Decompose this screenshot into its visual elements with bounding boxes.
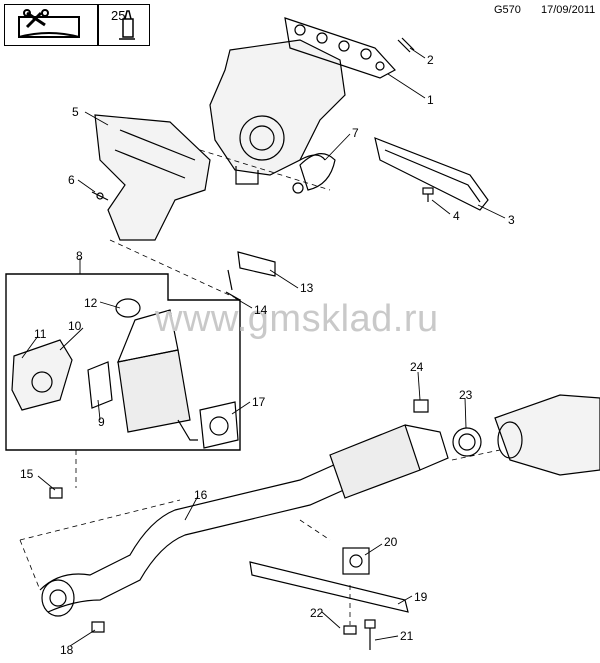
callout-5: 5 xyxy=(72,105,79,119)
bracket-9 xyxy=(87,361,113,409)
bolt-21 xyxy=(364,619,376,650)
nut-24 xyxy=(413,399,429,413)
catalytic-converter xyxy=(115,298,198,441)
callout-12: 12 xyxy=(84,296,98,310)
sealant-tube-icon xyxy=(119,10,135,40)
exhaust-manifold-5 xyxy=(94,114,211,241)
sensor-4 xyxy=(422,187,434,202)
callout-7: 7 xyxy=(352,126,359,140)
callout-10: 10 xyxy=(68,319,82,333)
nut-18 xyxy=(91,621,105,633)
callout-20: 20 xyxy=(384,535,398,549)
callout-15: 15 xyxy=(20,467,34,481)
callout-2: 2 xyxy=(427,53,434,67)
front-pipe-16 xyxy=(39,459,356,617)
callout-16: 16 xyxy=(194,488,208,502)
gasket-3 xyxy=(374,137,489,211)
callout-21: 21 xyxy=(400,629,414,643)
hanger-20 xyxy=(342,547,370,575)
bolt-6 xyxy=(91,191,109,201)
rear-converter xyxy=(329,424,449,499)
callout-13: 13 xyxy=(300,281,314,295)
bolt-14 xyxy=(225,291,241,301)
leader-lines xyxy=(21,47,506,647)
callout-9: 9 xyxy=(98,415,105,429)
diagram-code: G570 xyxy=(494,4,521,16)
header-icon-box: 25 xyxy=(4,4,150,46)
callout-14: 14 xyxy=(254,303,268,317)
callout-22: 22 xyxy=(310,606,324,620)
callout-1: 1 xyxy=(427,93,434,107)
callout-3: 3 xyxy=(508,213,515,227)
gasket-17 xyxy=(199,401,239,449)
nut-22 xyxy=(343,625,357,635)
gasket-1 xyxy=(284,17,396,79)
bracket-19 xyxy=(249,561,409,613)
callout-18: 18 xyxy=(60,643,74,657)
gasket-23 xyxy=(452,427,482,457)
diagram-date: 17/09/2011 xyxy=(541,4,596,16)
header-divider xyxy=(97,5,99,45)
icon-box-number: 25 xyxy=(111,8,126,23)
callout-24: 24 xyxy=(410,360,424,374)
watermark: www.gmsklad.ru xyxy=(155,298,439,340)
bracket-13 xyxy=(227,251,276,291)
callout-11: 11 xyxy=(34,327,47,341)
muffler xyxy=(494,394,600,476)
assembly-lines xyxy=(19,149,501,625)
service-manual-icon xyxy=(18,9,80,38)
callout-23: 23 xyxy=(459,388,473,402)
nut-15 xyxy=(49,487,63,499)
callout-6: 6 xyxy=(68,173,75,187)
clamp-7 xyxy=(292,153,336,194)
callout-4: 4 xyxy=(453,209,460,223)
stud-2 xyxy=(397,37,415,53)
turbocharger-drawing xyxy=(209,39,346,185)
callout-8: 8 xyxy=(76,249,83,263)
callout-17: 17 xyxy=(252,395,266,409)
callout-19: 19 xyxy=(414,590,428,604)
flange-10 xyxy=(11,339,73,411)
